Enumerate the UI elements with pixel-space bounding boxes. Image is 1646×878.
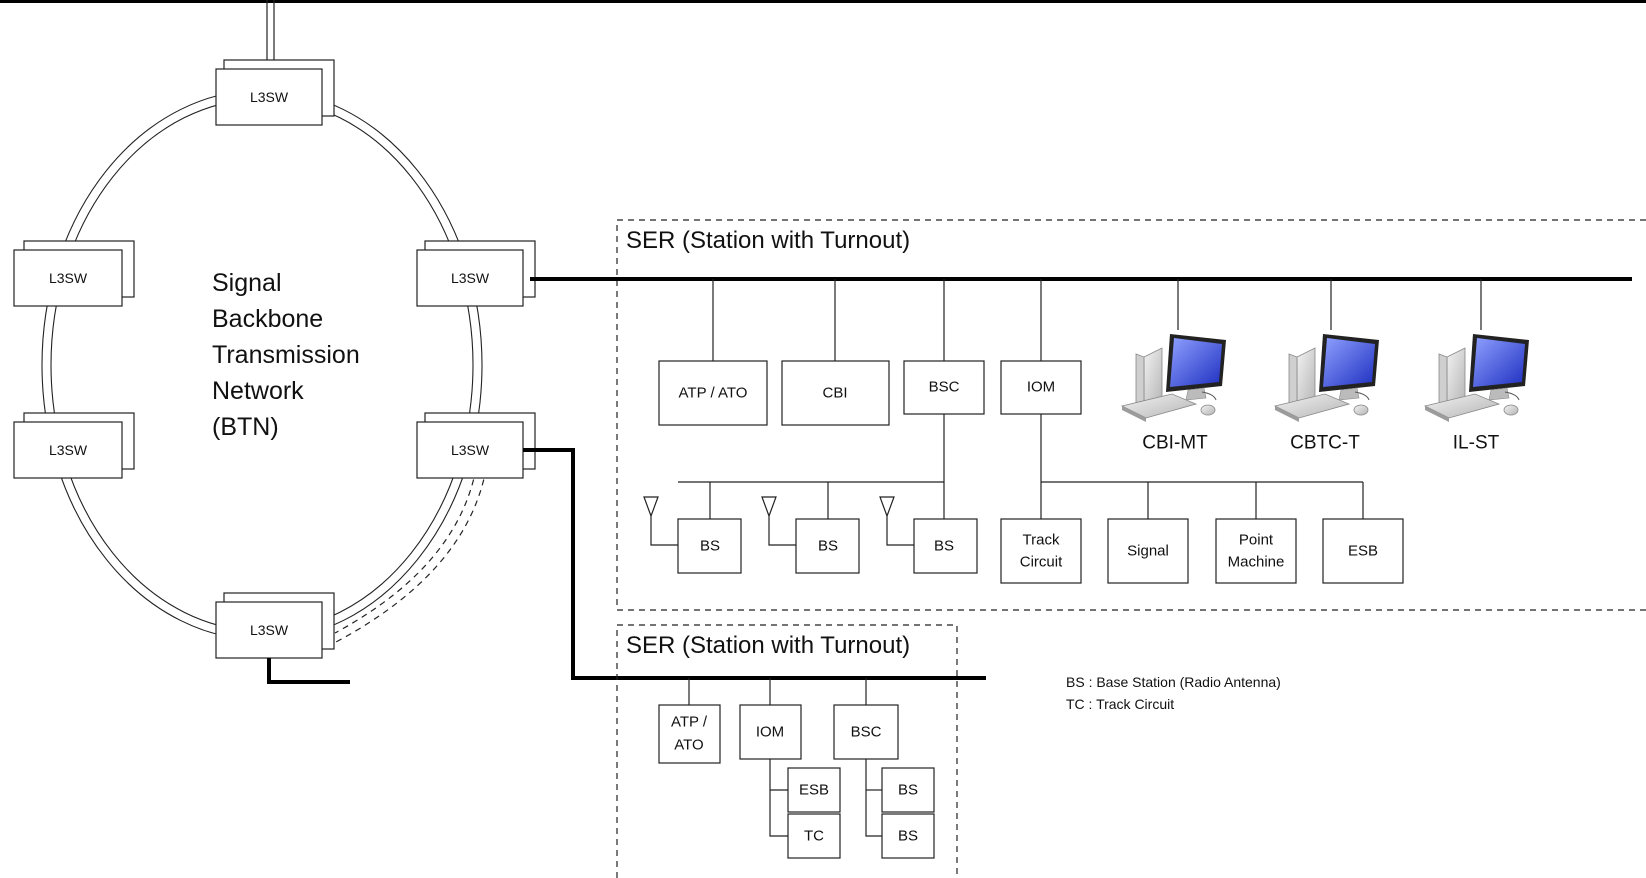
- ser-secondary: SER (Station with Turnout) ATP / ATO IOM…: [616, 624, 958, 878]
- btn-label-line-1: Signal: [212, 269, 282, 297]
- iom-unit: IOM: [1027, 379, 1055, 396]
- atp-ato-unit-secondary: [658, 704, 721, 764]
- svg-text:ATO: ATO: [674, 737, 703, 754]
- svg-text:BSC: BSC: [851, 724, 882, 741]
- btn-label-line-2: Backbone: [212, 305, 323, 333]
- svg-text:Point: Point: [1239, 532, 1274, 549]
- ser-main: SER (Station with Turnout) ATP / ATO CBI…: [530, 219, 1646, 611]
- switch-top: L3SW: [215, 59, 335, 126]
- track-circuit-device: [1000, 518, 1082, 584]
- svg-text:Signal: Signal: [1127, 543, 1169, 560]
- base-station-3: BS: [879, 496, 978, 574]
- switch-left-lower: L3SW: [13, 412, 135, 479]
- svg-text:Track: Track: [1023, 532, 1060, 549]
- bs-secondary-1: [881, 767, 935, 813]
- svg-text:TC: TC: [804, 828, 824, 845]
- workstation-cbtc-t-icon: [1274, 333, 1380, 423]
- ser-secondary-title: SER (Station with Turnout): [626, 632, 910, 659]
- bsc-unit: BSC: [929, 379, 960, 396]
- switch-label: L3SW: [451, 270, 490, 286]
- terminal-cbtc-t: CBTC-T: [1290, 433, 1360, 454]
- btn-label-line-4: Network: [212, 377, 304, 405]
- bsc-unit-secondary: [833, 704, 899, 760]
- tc-secondary: [787, 813, 841, 859]
- btn-label-line-3: Transmission: [212, 341, 360, 369]
- btn-label-line-5: (BTN): [212, 413, 279, 441]
- terminal-il-st: IL-ST: [1453, 433, 1500, 454]
- ser-main-title: SER (Station with Turnout): [626, 227, 910, 254]
- workstation-cbi-mt-icon: [1121, 333, 1227, 423]
- iom-unit-secondary: [739, 704, 802, 760]
- switch-bottom: L3SW: [215, 592, 350, 684]
- svg-text:ATP /: ATP /: [671, 714, 708, 731]
- svg-text:BS: BS: [898, 782, 918, 799]
- esb-secondary: [787, 767, 841, 813]
- svg-text:ESB: ESB: [799, 782, 829, 799]
- base-station-2: BS: [761, 496, 860, 574]
- svg-text:BS: BS: [934, 538, 954, 555]
- esb-device: [1322, 518, 1404, 584]
- atp-ato-unit: ATP / ATO: [679, 385, 748, 402]
- svg-text:Circuit: Circuit: [1020, 554, 1063, 571]
- svg-text:BS: BS: [818, 538, 838, 555]
- svg-text:BS: BS: [898, 828, 918, 845]
- switch-label: L3SW: [250, 89, 289, 105]
- switch-label: L3SW: [451, 442, 490, 458]
- switch-left-upper: L3SW: [13, 240, 135, 307]
- switch-label: L3SW: [250, 622, 289, 638]
- signal-device: [1107, 518, 1189, 584]
- svg-text:ESB: ESB: [1348, 543, 1378, 560]
- base-station-1: BS: [643, 496, 742, 574]
- legend-bs: BS : Base Station (Radio Antenna): [1066, 674, 1281, 690]
- cbi-unit: CBI: [822, 385, 847, 402]
- switch-right-upper: L3SW: [416, 240, 536, 307]
- switch-label: L3SW: [49, 270, 88, 286]
- bs-secondary-2: [881, 813, 935, 859]
- svg-text:Machine: Machine: [1228, 554, 1285, 571]
- workstation-il-st-icon: [1424, 333, 1530, 423]
- svg-text:IOM: IOM: [756, 724, 784, 741]
- legend-tc: TC : Track Circuit: [1066, 696, 1174, 712]
- svg-text:BS: BS: [700, 538, 720, 555]
- point-machine-device: [1215, 518, 1297, 584]
- switch-label: L3SW: [49, 442, 88, 458]
- terminal-cbi-mt: CBI-MT: [1142, 433, 1208, 454]
- switch-right-lower: L3SW: [416, 412, 536, 479]
- ser-secondary-bus: [523, 448, 986, 680]
